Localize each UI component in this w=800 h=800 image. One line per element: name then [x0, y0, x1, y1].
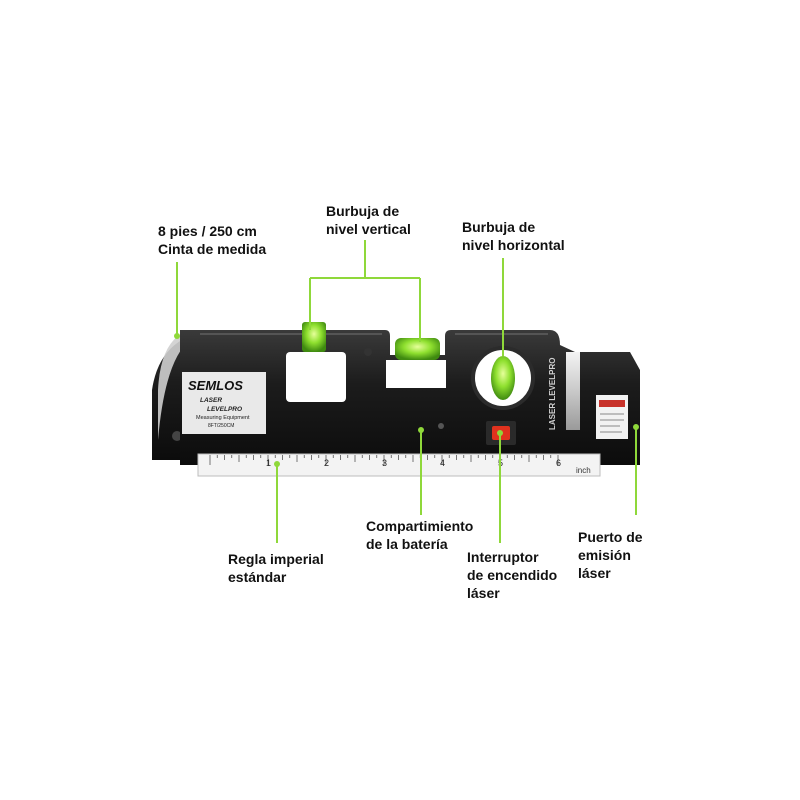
ruler-number: 1 — [266, 458, 271, 468]
battery-compartment-label: Compartimiento de la batería — [366, 518, 474, 552]
leader-lines — [176, 240, 637, 543]
brand-name: SEMLOS — [188, 378, 243, 393]
brand-sticker: SEMLOS LASER LEVELPRO Measuring Equipmen… — [182, 372, 266, 434]
sticker-line-1: LASER — [200, 397, 222, 404]
vertical-bubble-label: Burbuja de nivel vertical — [326, 203, 411, 237]
vertical-bubble-window — [286, 322, 372, 402]
horizontal-bubble-label: Burbuja de nivel horizontal — [462, 219, 565, 253]
sticker-line-4: 8FT/250CM — [208, 423, 234, 429]
silver-band — [566, 352, 580, 430]
side-engraving: LASER LEVELPRO — [548, 358, 557, 430]
ruler-number: 2 — [324, 458, 329, 468]
ruler-number: 6 — [556, 458, 561, 468]
ruler-number: 4 — [440, 458, 445, 468]
ruler-number: 3 — [382, 458, 387, 468]
horizontal-bubble-vial-top — [386, 338, 446, 388]
leader-dots — [174, 333, 639, 467]
battery-screw — [438, 423, 444, 429]
sticker-line-3: Measuring Equipment — [196, 415, 250, 421]
laser-switch-label: Interruptor de encendido láser — [467, 549, 558, 601]
ruler-unit: inch — [576, 466, 591, 475]
ruler-label: Regla imperial estándar — [228, 551, 324, 585]
sticker-line-2: LEVELPRO — [207, 406, 242, 413]
laser-emitter-label: Puerto de emisión láser — [578, 529, 643, 581]
horizontal-bubble-window — [471, 346, 535, 410]
tape-measure-label: 8 pies / 250 cm Cinta de medida — [158, 223, 267, 257]
laser-warning-sticker — [596, 395, 628, 439]
